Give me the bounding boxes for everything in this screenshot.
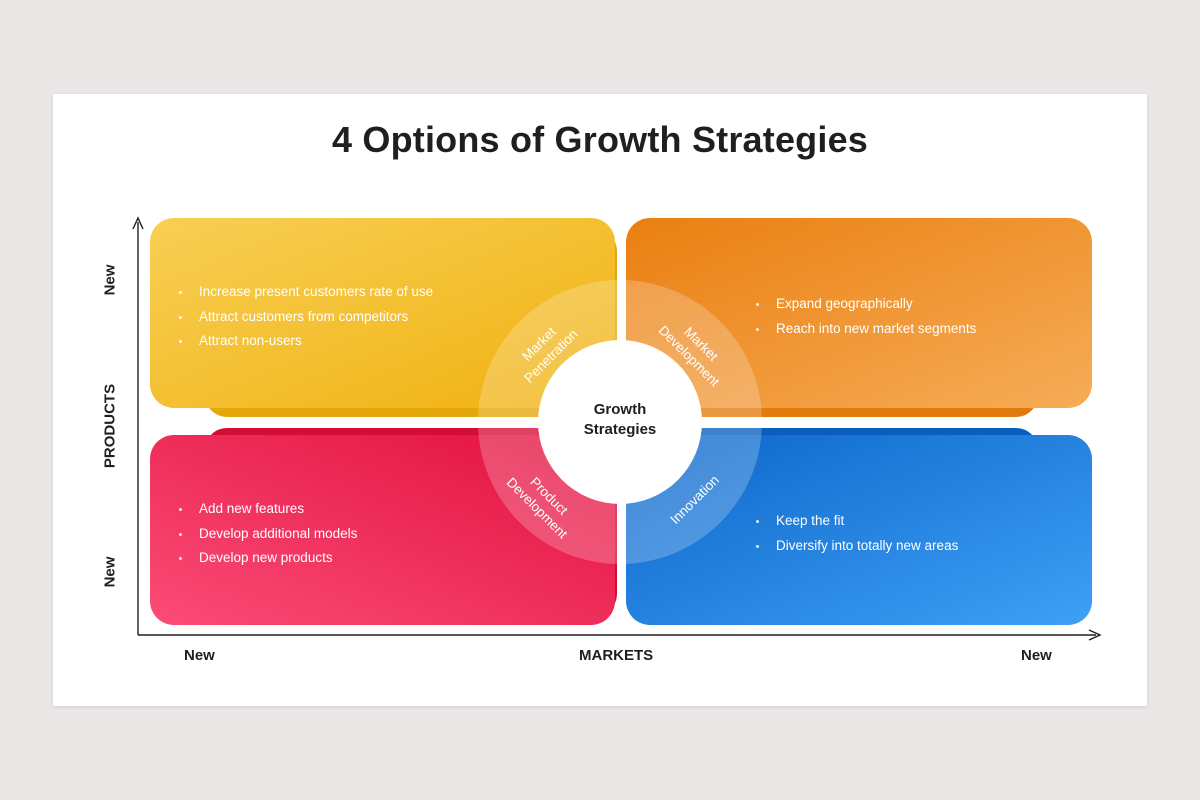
quadrant-innovation [626,435,1092,625]
center-disc [538,340,702,504]
list-item: Reach into new market segments [754,317,976,342]
market-development-bullets: Expand geographically Reach into new mar… [754,292,976,341]
y-axis-top-label: New [101,264,119,296]
list-item: Develop new products [177,546,357,571]
center-label-line2: Strategies [583,421,657,438]
x-axis-right-label: New [1021,647,1052,664]
y-axis-label: PRODUCTS [101,383,119,469]
quadrant-market-penetration [150,218,615,408]
center-label: Growth Strategies [545,400,695,440]
innovation-bullets: Keep the fit Diversify into totally new … [754,509,958,558]
list-item: Expand geographically [754,292,976,317]
list-item: Attract non-users [177,329,433,354]
x-axis-left-label: New [184,647,215,664]
quadrant-market-development [626,218,1092,408]
x-axis-label: MARKETS [579,647,654,664]
y-axis-bottom-label: New [101,556,119,588]
list-item: Develop additional models [177,522,357,547]
center-label-line1: Growth [593,401,647,418]
list-item: Keep the fit [754,509,958,534]
quadrant-product-development [150,435,615,625]
list-item: Increase present customers rate of use [177,280,433,305]
market-penetration-bullets: Increase present customers rate of use A… [177,280,433,354]
list-item: Add new features [177,497,357,522]
list-item: Diversify into totally new areas [754,534,958,559]
page-title: 4 Options of Growth Strategies [331,119,869,160]
list-item: Attract customers from competitors [177,305,433,330]
product-development-bullets: Add new features Develop additional mode… [177,497,357,571]
axes [132,216,1102,641]
